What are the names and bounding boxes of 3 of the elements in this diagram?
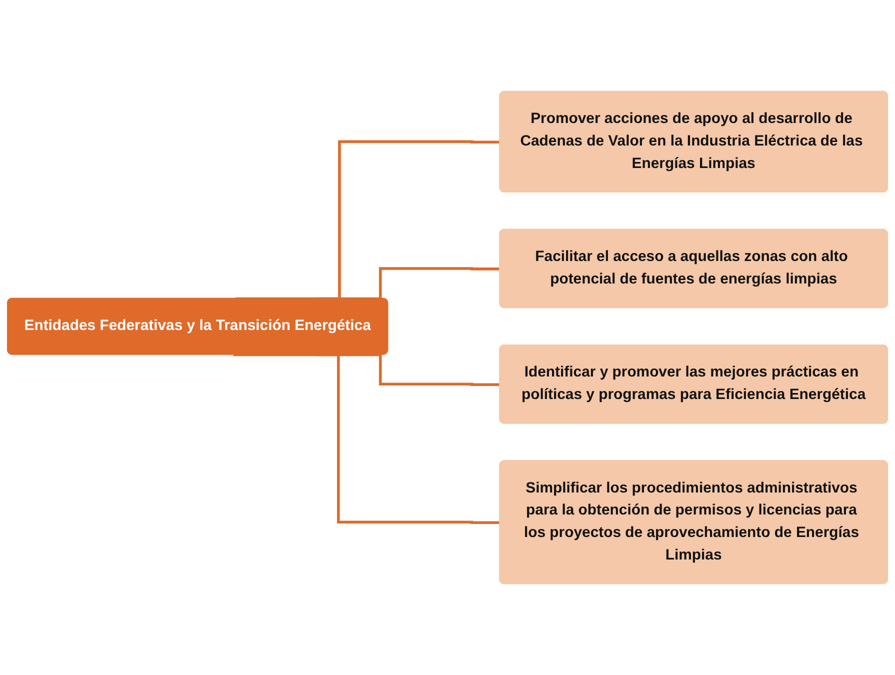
connector <box>233 353 500 524</box>
connector <box>317 267 500 300</box>
connector <box>235 140 500 300</box>
